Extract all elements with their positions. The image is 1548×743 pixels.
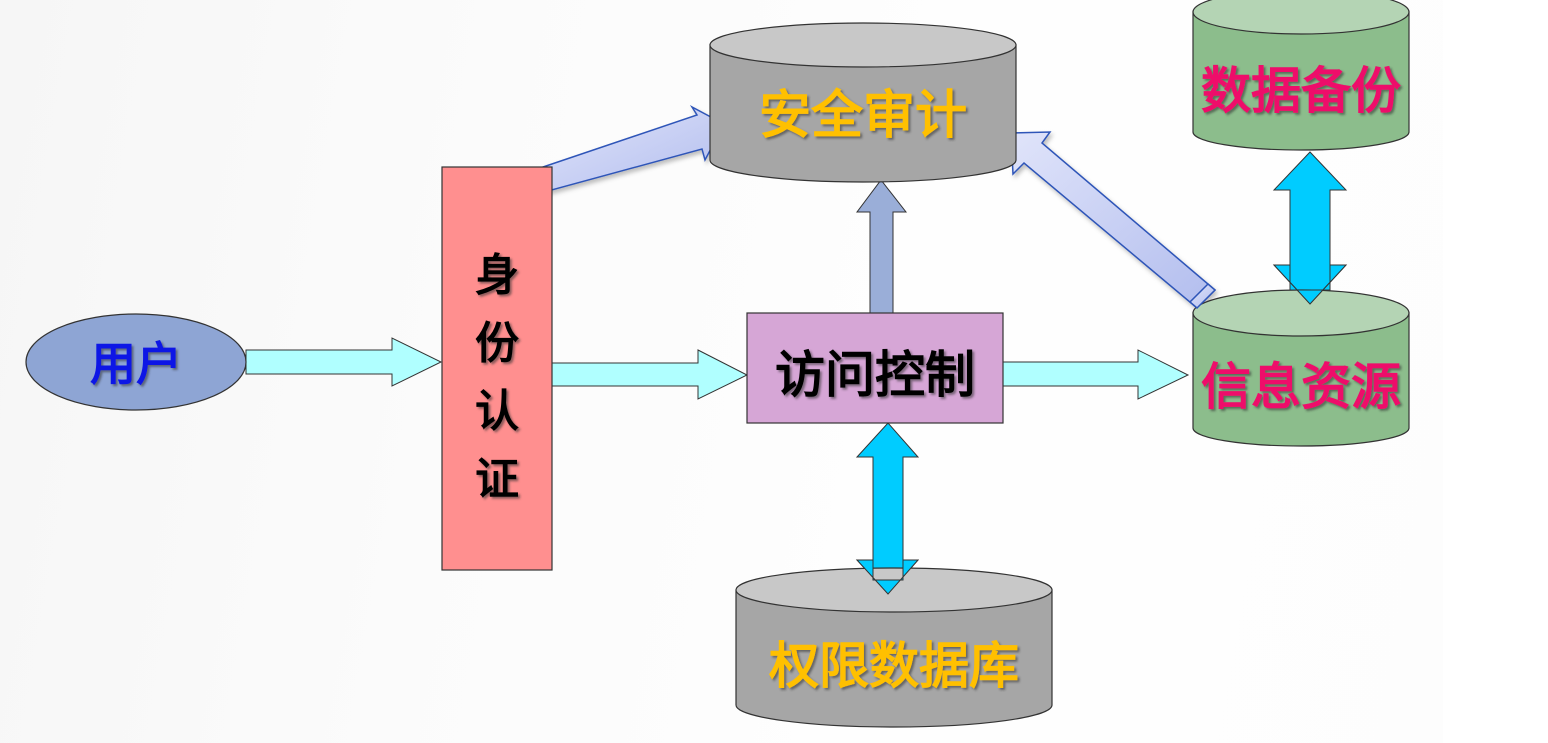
node-auth-char-4: 证 — [475, 454, 519, 505]
node-info-resource: 信息资源 — [1188, 264, 1410, 447]
node-auth-char-1: 身 — [475, 250, 519, 301]
node-security-audit: 安全审计 — [709, 22, 1017, 183]
node-user-label: 用户 — [90, 337, 182, 391]
node-access-control-label: 访问控制 — [775, 346, 975, 404]
background-panel — [1443, 0, 1548, 743]
arrow-access-to-audit — [856, 179, 908, 314]
node-user: 用户 — [25, 313, 247, 411]
arrow-user-to-auth — [245, 337, 443, 387]
arrow-info-to-audit-body — [1010, 131, 1217, 310]
arrow-access-to-info — [1002, 349, 1190, 400]
node-auth-char-2: 份 — [475, 318, 519, 369]
node-auth: 身 份 认 证 — [441, 166, 553, 571]
node-permission-db-label: 权限数据库 — [768, 637, 1019, 695]
double-arrow-info-backup — [1272, 151, 1348, 305]
node-data-backup: 数据备份 — [1192, 0, 1410, 151]
node-access-control: 访问控制 — [746, 312, 1004, 424]
node-permission-db: 权限数据库 — [735, 559, 1053, 728]
arrow-auth-to-access — [551, 349, 749, 400]
node-auth-char-3: 认 — [475, 386, 519, 437]
node-data-backup-label: 数据备份 — [1201, 62, 1401, 120]
node-security-audit-label: 安全审计 — [759, 86, 967, 146]
node-info-resource-label: 信息资源 — [1201, 358, 1401, 416]
arrow-auth-to-audit — [542, 105, 726, 192]
